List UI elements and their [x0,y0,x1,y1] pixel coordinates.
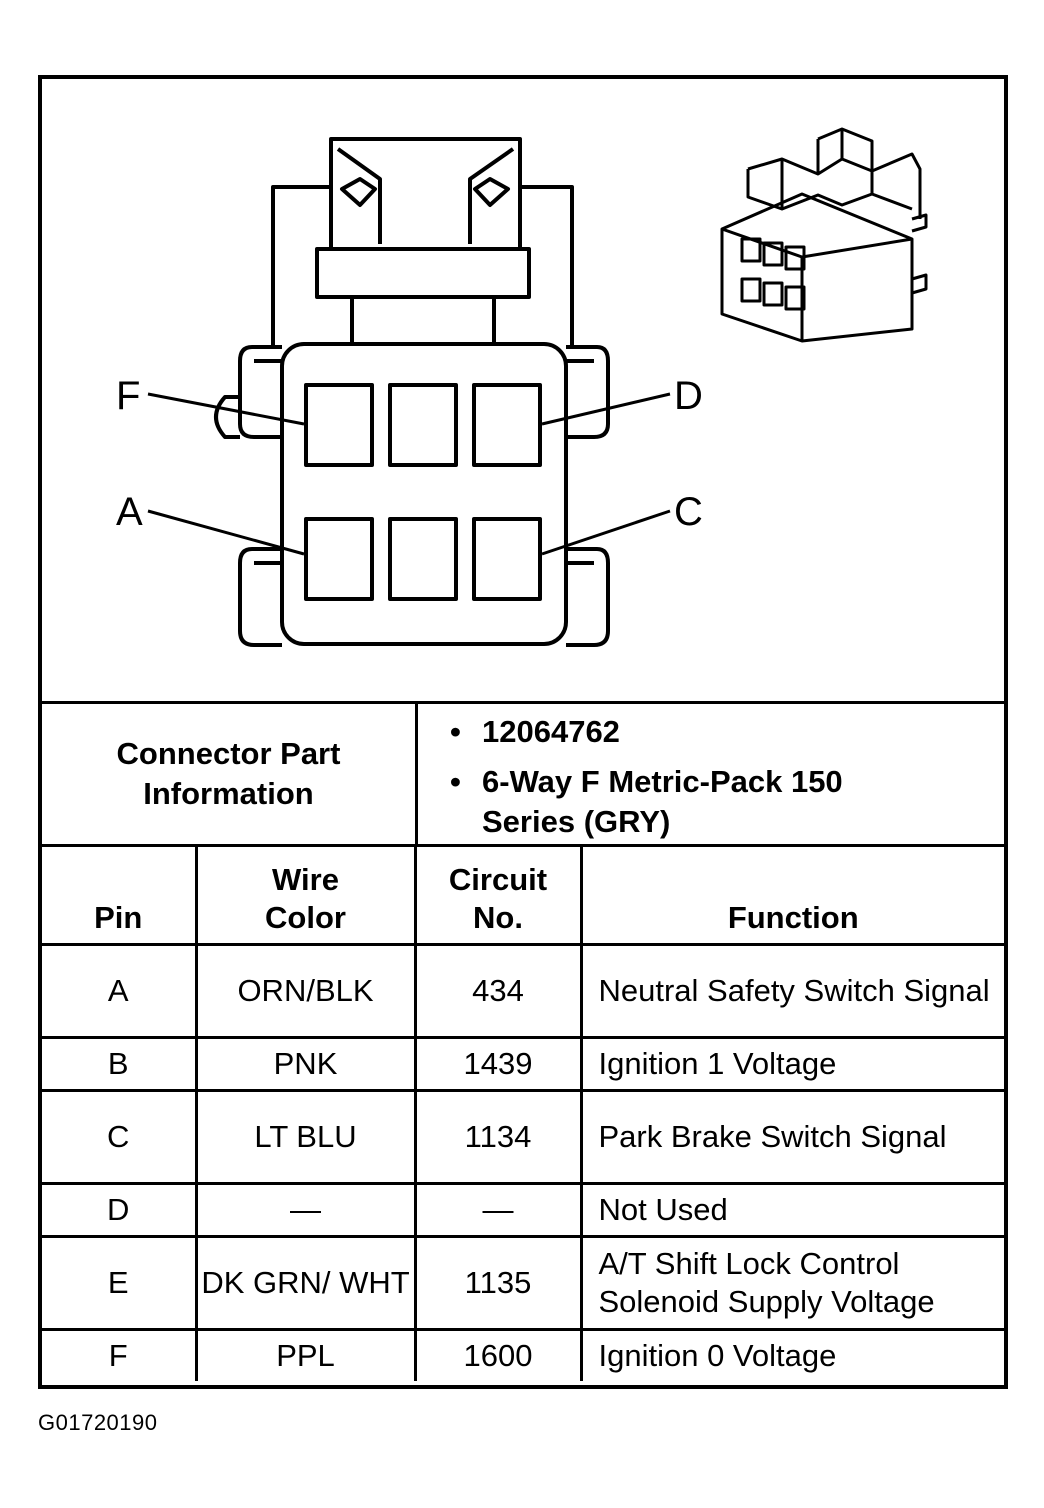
table-row: C LT BLU 1134 Park Brake Switch Signal [42,1089,1004,1185]
connector-isometric-illustration [720,127,928,343]
wire-color-cell: — [194,1182,417,1238]
circuit-cell: 1135 [413,1235,583,1331]
pin-cell: A [42,943,198,1039]
circuit-cell: 1600 [413,1328,583,1381]
figure-id: G01720190 [38,1410,158,1435]
circuit-cell: — [413,1182,583,1238]
table-row: E DK GRN/ WHT 1135 A/T Shift Lock Contro… [42,1235,1004,1331]
connector-part-info-row: Connector Part Information • 12064762 • … [42,701,1004,847]
wire-color-cell: PNK [194,1036,417,1092]
pin-cell: B [42,1036,198,1092]
pin-label-c: C [674,490,703,534]
function-cell: Neutral Safety Switch Signal [579,943,1004,1039]
function-cell: Ignition 1 Voltage [579,1036,1004,1092]
part-description-bullet: • 6-Way F Metric-Pack 150 Series (GRY) [450,764,843,839]
cavity-f [304,383,374,467]
wire-color-cell: LT BLU [194,1089,417,1185]
part-number-bullet: • 12064762 [450,714,620,749]
part-number: 12064762 [482,714,620,749]
cavity-d [472,383,542,467]
connector-face-diagram: F D A C [116,127,928,647]
pin-cell: F [42,1328,198,1381]
pin-label-f: F [116,374,140,418]
table-row: B PNK 1439 Ignition 1 Voltage [42,1036,1004,1092]
function-cell: Ignition 0 Voltage [579,1328,1004,1381]
connector-part-info-values: • 12064762 • 6-Way F Metric-Pack 150 Ser… [418,704,1004,844]
pinout-header-row: Pin Wire Color Circuit No. Function [42,847,1004,946]
header-circuit-no: Circuit No. [413,847,583,946]
part-description: 6-Way F Metric-Pack 150 Series (GRY) [482,764,843,839]
header-function: Function [579,847,1004,946]
wire-color-cell: PPL [194,1328,417,1381]
pin-cell: C [42,1089,198,1185]
function-cell: Not Used [579,1182,1004,1238]
pin-cell: E [42,1235,198,1331]
connector-body [280,342,568,646]
header-pin: Pin [42,847,198,946]
function-cell: Park Brake Switch Signal [579,1089,1004,1185]
function-cell: A/T Shift Lock Control Solenoid Supply V… [579,1235,1004,1331]
pin-cell: D [42,1182,198,1238]
connector-figure-frame: F D A C Connector Part In [38,75,1008,1389]
pin-label-d: D [674,374,703,418]
circuit-cell: 1439 [413,1036,583,1092]
connector-part-info-label: Connector Part Information [42,704,418,844]
cavity-c [472,517,542,601]
cavity-e [388,383,458,467]
wire-color-cell: ORN/BLK [194,943,417,1039]
circuit-cell: 434 [413,943,583,1039]
table-row: D — — Not Used [42,1182,1004,1238]
pinout-table: Pin Wire Color Circuit No. Function A OR… [42,847,1004,1381]
table-row: A ORN/BLK 434 Neutral Safety Switch Sign… [42,943,1004,1039]
table-row: F PPL 1600 Ignition 0 Voltage [42,1328,1004,1381]
cavity-a [304,517,374,601]
connector-latch [271,137,574,349]
pin-label-a: A [116,490,143,534]
cavity-b [388,517,458,601]
wire-color-cell: DK GRN/ WHT [194,1235,417,1331]
connector-side-clips [214,345,610,647]
circuit-cell: 1134 [413,1089,583,1185]
header-wire-color: Wire Color [194,847,417,946]
connector-cavities [304,383,542,601]
pin-leader-lines [147,392,671,556]
